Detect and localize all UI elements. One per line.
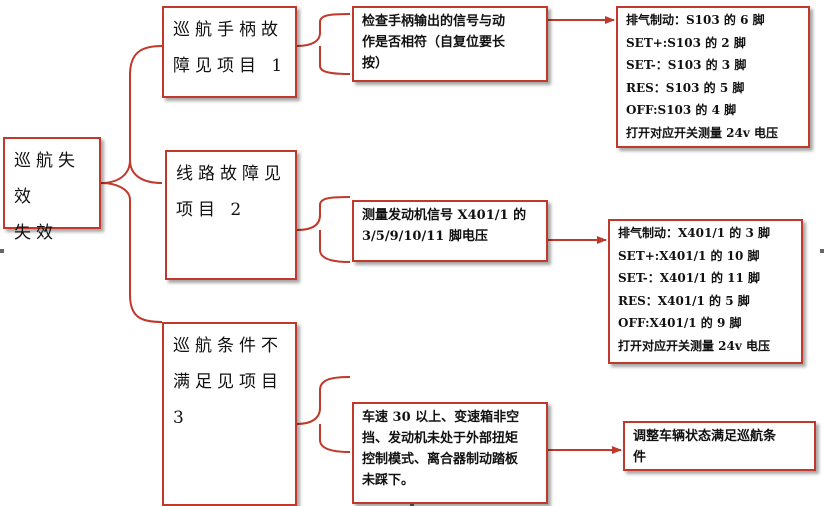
root-node: 巡航失效 失效: [3, 137, 101, 243]
resize-handle-right: [820, 249, 824, 253]
category-node-label: 巡航条件不 满足见项目 3: [173, 336, 283, 428]
brace-root: [100, 45, 163, 323]
check-node-2: 测量发动机信号 X401/1 的 3/5/9/10/11 脚电压: [352, 200, 548, 262]
result-node-label: 排气制动：S103 的 6 脚 SET+:S103 的 2 脚 SET-：S10…: [626, 13, 779, 140]
resize-handle-left: [0, 249, 4, 253]
brace-category-3: [296, 376, 351, 453]
category-node-1: 巡航手柄故 障见项目 1: [162, 6, 297, 98]
brace-category-1: [296, 13, 351, 75]
category-node-3: 巡航条件不 满足见项目 3: [162, 322, 297, 506]
check-node-label: 车速 30 以上、变速箱非空 挡、发动机未处于外部扭矩 控制模式、离合器制动踏板…: [362, 410, 520, 488]
category-node-label: 巡航手柄故 障见项目 1: [173, 20, 288, 76]
check-node-1: 检查手柄输出的信号与动 作是否相符（自复位要长 按）: [352, 6, 548, 82]
root-node-label: 巡航失效 失效: [14, 151, 80, 243]
result-node-3: 调整车辆状态满足巡航条 件: [623, 421, 816, 471]
brace-category-2: [296, 196, 351, 263]
category-node-2: 线路故障见 项目 2: [165, 150, 297, 280]
resize-handle-bottom: [410, 502, 414, 506]
check-node-label: 检查手柄输出的信号与动 作是否相符（自复位要长 按）: [362, 14, 506, 71]
result-node-label: 排气制动：X401/1 的 3 脚 SET+:X401/1 的 10 脚 SET…: [618, 226, 771, 353]
category-node-label: 线路故障见 项目 2: [176, 164, 286, 220]
result-node-1: 排气制动：S103 的 6 脚 SET+:S103 的 2 脚 SET-：S10…: [616, 6, 810, 148]
check-node-label: 测量发动机信号 X401/1 的 3/5/9/10/11 脚电压: [362, 208, 527, 244]
result-node-2: 排气制动：X401/1 的 3 脚 SET+:X401/1 的 10 脚 SET…: [608, 219, 803, 364]
result-node-label: 调整车辆状态满足巡航条 件: [633, 429, 777, 465]
check-node-3: 车速 30 以上、变速箱非空 挡、发动机未处于外部扭矩 控制模式、离合器制动踏板…: [352, 402, 548, 504]
